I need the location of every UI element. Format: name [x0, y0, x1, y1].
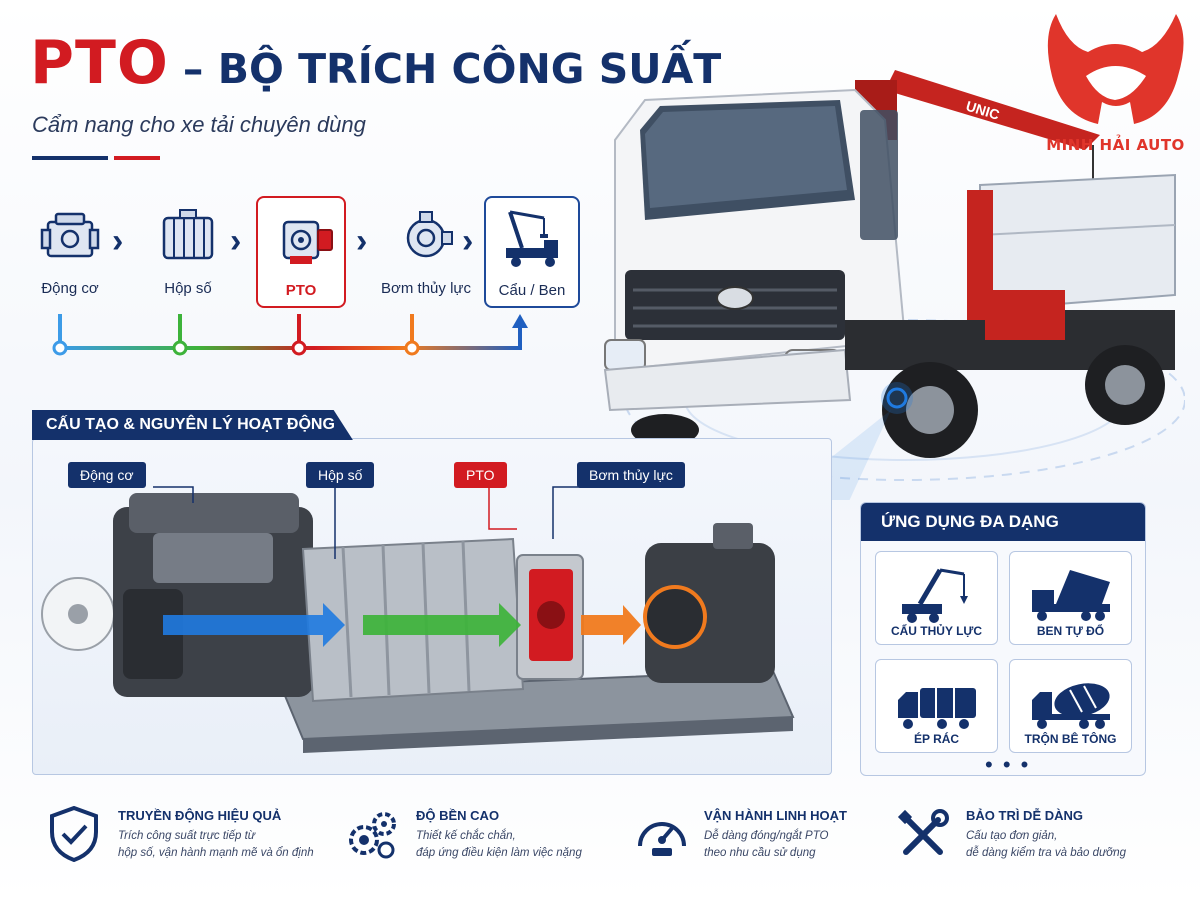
hydraulic-pump-icon: [406, 211, 453, 258]
app-card-garbage: ÉP RÁC: [875, 659, 998, 753]
flow-item-crane: Cẩu / Ben: [484, 196, 580, 308]
app-card-mixer: TRỘN BÊ TÔNG: [1009, 659, 1132, 753]
chevron-right-icon: ›: [462, 222, 474, 260]
flow-label-crane: Cẩu / Ben: [498, 282, 566, 299]
feature-title: BẢO TRÌ DỄ DÀNG: [966, 808, 1083, 823]
chevron-right-icon: ›: [230, 222, 242, 260]
shield-check-icon: [50, 806, 98, 862]
gears-icon: [349, 812, 396, 859]
feature-desc: Cấu tạo đơn giản, dễ dàng kiểm tra và bả…: [966, 828, 1126, 862]
label-pump: Bơm thủy lực: [577, 462, 685, 488]
feature-desc-line: Trích công suất trực tiếp từ: [118, 830, 256, 842]
flow-item-engine: Động cơ: [22, 196, 118, 308]
feature-desc-line: Cấu tạo đơn giản,: [966, 830, 1058, 842]
app-card-crane: CẨU THỦY LỰC: [875, 551, 998, 645]
logo-mark-icon: [1047, 14, 1184, 124]
logo-text: MINH HẢI AUTO: [1046, 136, 1185, 154]
accent-bar: [32, 156, 160, 160]
feature-desc-line: theo nhu cầu sử dụng: [704, 847, 816, 859]
pto-icon: [282, 220, 333, 264]
speedometer-icon: [638, 822, 686, 856]
feature-desc: Trích công suất trực tiếp từ hộp số, vận…: [118, 828, 314, 862]
dump-truck-icon: [1032, 570, 1110, 621]
chevron-right-icon: ›: [112, 222, 124, 260]
applications-title: ỨNG DỤNG ĐA DẠNG: [861, 503, 1145, 541]
app-label-mixer: TRỘN BÊ TÔNG: [1024, 732, 1117, 746]
flow-item-gearbox: Hộp số: [140, 196, 236, 308]
feature-desc-line: đáp ứng điều kiện làm việc nặng: [416, 847, 582, 859]
feature-title: ĐỘ BỀN CAO: [416, 808, 500, 823]
feature-title: VẬN HÀNH LINH HOẠT: [704, 808, 847, 823]
title-pto: PTO: [30, 28, 169, 98]
drivetrain-illustration: [41, 486, 795, 753]
feature-desc-line: Thiết kế chắc chắn,: [416, 830, 516, 842]
garbage-truck-icon: [898, 688, 976, 729]
app-card-dump: BEN TỰ ĐỔ: [1009, 551, 1132, 645]
flow-item-pto: PTO: [256, 196, 346, 308]
brand-logo: MINH HẢI AUTO: [1038, 6, 1193, 156]
applications-panel: ỨNG DỤNG ĐA DẠNG CẨU THỦY LỰC BEN TỰ ĐỔ: [860, 502, 1146, 776]
label-pto: PTO: [454, 462, 507, 488]
power-flow-line: [52, 314, 528, 356]
feature-desc-line: hộp số, vận hành mạnh mẽ và ổn định: [118, 847, 314, 859]
more-dots: • • •: [985, 752, 1031, 777]
subtitle: Cẩm nang cho xe tải chuyên dùng: [32, 112, 366, 137]
feature-title: TRUYỀN ĐỘNG HIỆU QUẢ: [118, 808, 282, 823]
concrete-mixer-icon: [1032, 683, 1110, 729]
flow-item-pump: Bơm thủy lực: [378, 196, 474, 308]
feature-desc: Thiết kế chắc chắn, đáp ứng điều kiện là…: [416, 828, 582, 862]
title-rest: – BỘ TRÍCH CÔNG SUẤT: [182, 45, 722, 93]
feature-desc: Dễ dàng đóng/ngắt PTO theo nhu cầu sử dụ…: [704, 828, 828, 862]
flow-label-pto: PTO: [285, 282, 317, 299]
label-engine: Động cơ: [68, 462, 146, 488]
structure-panel: [32, 438, 832, 775]
feature-desc-line: dễ dàng kiểm tra và bảo dưỡng: [966, 847, 1127, 859]
chevron-right-icon: ›: [356, 222, 368, 260]
label-gearbox: Hộp số: [306, 462, 375, 488]
crane-truck-icon: [506, 210, 558, 267]
feature-desc-line: Dễ dàng đóng/ngắt PTO: [704, 830, 829, 842]
app-label-crane: CẨU THỦY LỰC: [890, 624, 983, 638]
flow-label-pump: Bơm thủy lực: [381, 280, 471, 297]
structure-title: CẤU TẠO & NGUYÊN LÝ HOẠT ĐỘNG: [32, 410, 353, 440]
app-label-dump: BEN TỰ ĐỔ: [1036, 624, 1105, 638]
gearbox-icon: [162, 209, 214, 260]
crane-icon: [902, 568, 968, 623]
crane-truck-illustration: UNIC: [603, 70, 1185, 500]
tools-icon: [897, 809, 949, 855]
flow-label-gearbox: Hộp số: [164, 280, 212, 297]
page-title: PTO – BỘ TRÍCH CÔNG SUẤT: [30, 28, 721, 98]
flow-label-engine: Động cơ: [41, 280, 99, 297]
app-label-garbage: ÉP RÁC: [913, 732, 960, 746]
engine-icon: [40, 212, 100, 258]
